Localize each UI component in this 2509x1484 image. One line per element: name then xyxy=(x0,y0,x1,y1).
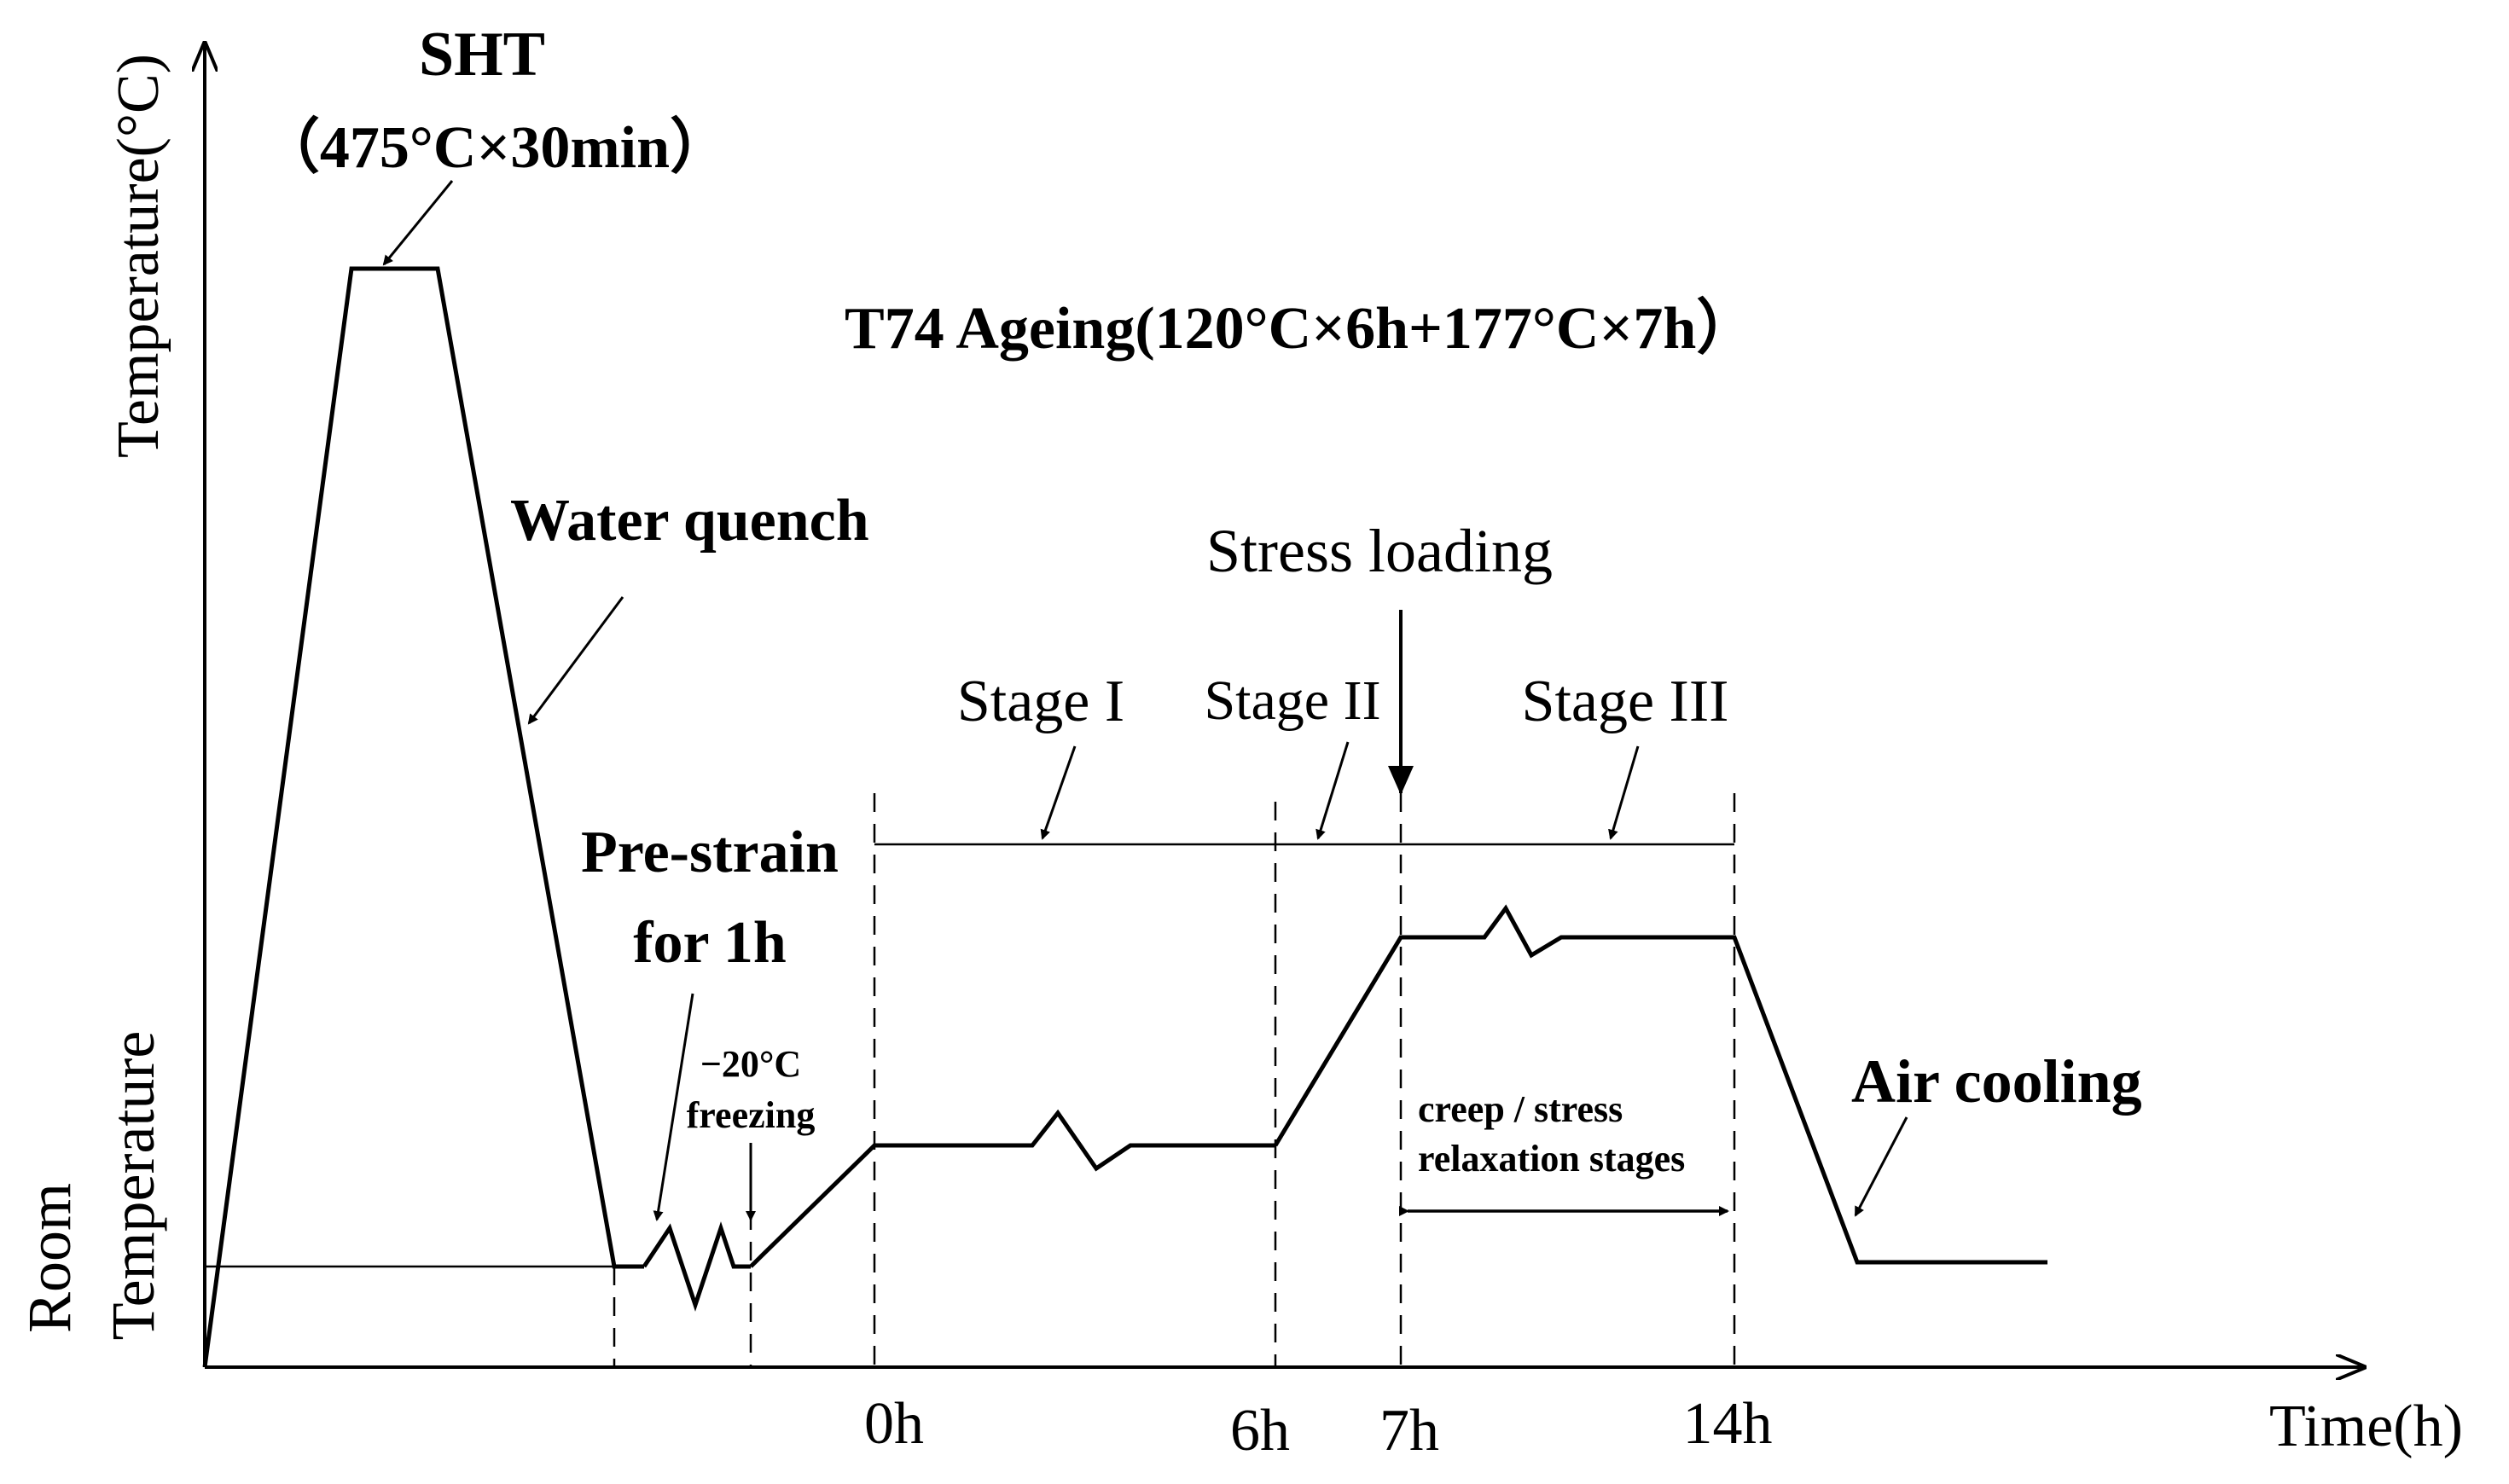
room-temperature-label-1: Room xyxy=(15,1183,84,1333)
temperature-profile-sht xyxy=(202,266,644,1368)
creep-label-1: creep / stress xyxy=(1418,1088,1623,1130)
tick-0h: 0h xyxy=(864,1391,924,1457)
air-cooling-label: Air cooling xyxy=(1851,1047,2142,1116)
freezing-label-1: −20°C xyxy=(700,1043,801,1085)
temperature-profile-stage2-3 xyxy=(1273,904,2047,1265)
temperature-profile-freezing xyxy=(642,1221,751,1312)
pre-strain-arrow xyxy=(653,993,694,1221)
pre-strain-label-2: for 1h xyxy=(633,910,787,976)
stage1-arrow xyxy=(1040,745,1077,840)
water-quench-label: Water quench xyxy=(510,488,869,554)
room-temperature-label-2: Temperature xyxy=(99,1031,167,1341)
tick-7h: 7h xyxy=(1379,1398,1439,1464)
stage-1-label: Stage I xyxy=(957,669,1124,734)
sht-arrow xyxy=(382,180,454,266)
sht-title: SHT xyxy=(419,20,545,90)
stage-2-label: Stage II xyxy=(1204,670,1380,732)
temperature-profile-stage1 xyxy=(749,1109,1275,1268)
stage3-arrow xyxy=(1608,745,1640,840)
creep-label-2: relaxation stages xyxy=(1418,1138,1685,1180)
y-axis-label: Temperature(°C) xyxy=(106,54,171,458)
pre-strain-label-1: Pre-strain xyxy=(581,820,839,885)
water-quench-arrow xyxy=(527,596,624,725)
air-cooling-arrow xyxy=(1854,1116,1908,1217)
freezing-label-2: freezing xyxy=(687,1094,816,1136)
tick-14h: 14h xyxy=(1683,1391,1773,1457)
stress-loading-label: Stress loading xyxy=(1206,517,1553,585)
t74-ageing-label: T74 Ageing(120°C×6h+177°C×7h） xyxy=(845,295,1756,362)
stage2-arrow xyxy=(1315,741,1350,840)
sht-detail: （475°C×30min） xyxy=(260,114,729,181)
tick-6h: 6h xyxy=(1230,1398,1290,1464)
x-axis-label: Time(h) xyxy=(2269,1394,2463,1459)
stage-3-label: Stage III xyxy=(1522,669,1729,734)
